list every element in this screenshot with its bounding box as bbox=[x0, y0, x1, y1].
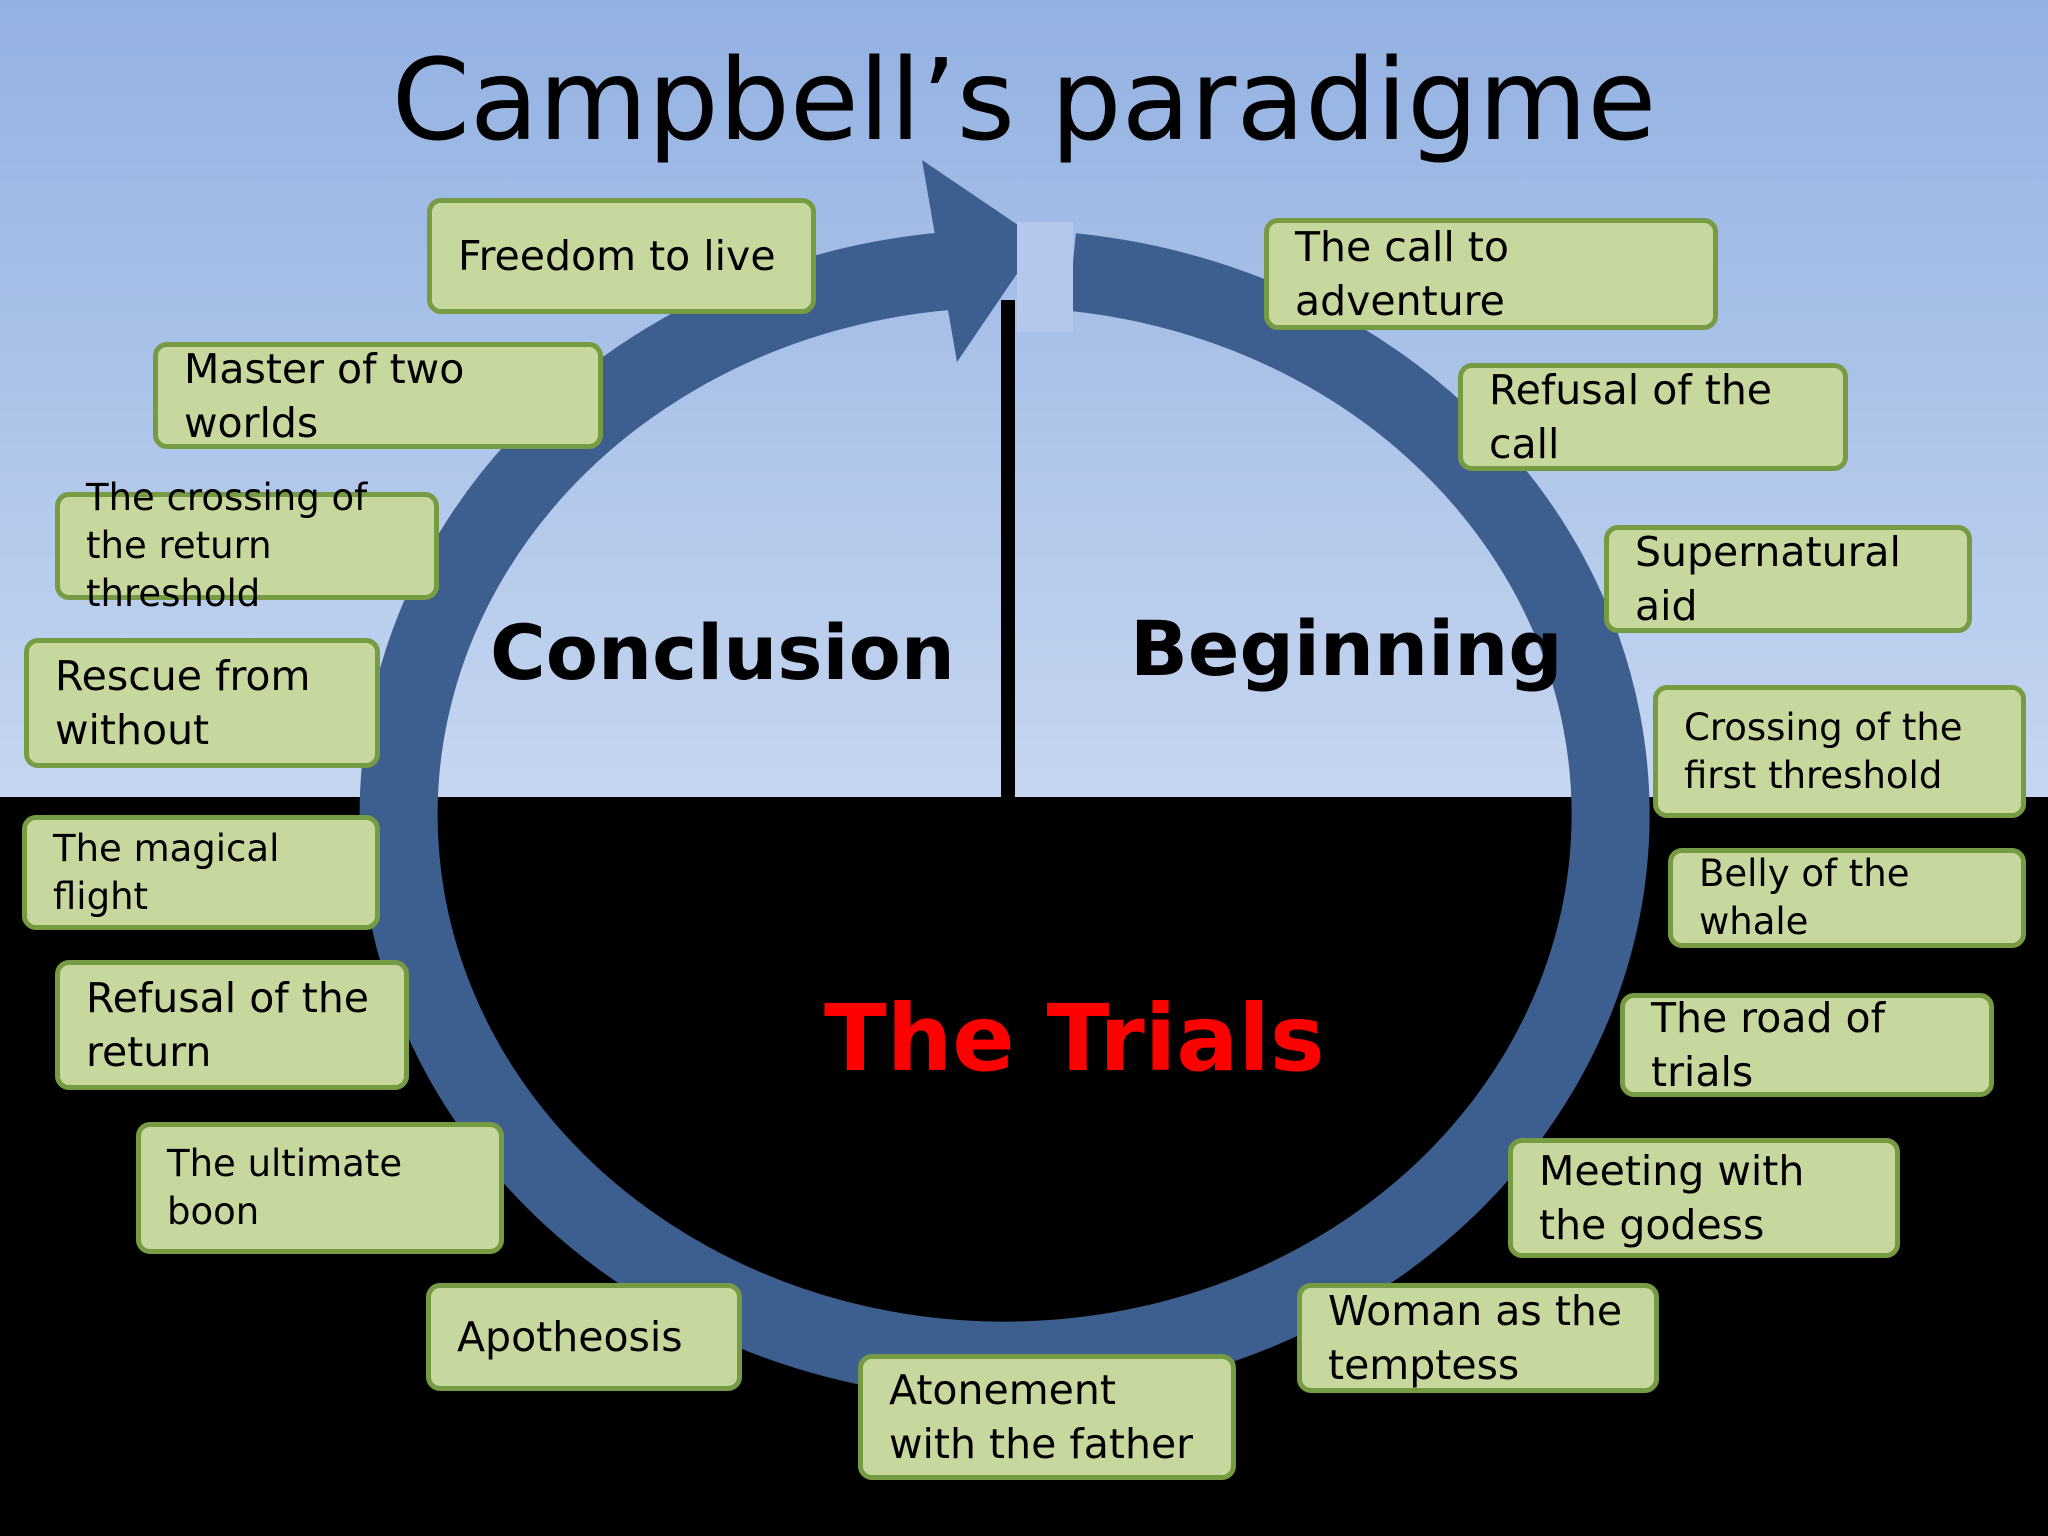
stage-magical-flight: The magical flight bbox=[22, 815, 380, 930]
stage-woman-as-temptress: Woman as the temptess bbox=[1297, 1283, 1659, 1393]
cycle-arrowhead bbox=[922, 160, 1040, 362]
stage-meeting-goddess: Meeting with the godess bbox=[1508, 1138, 1900, 1258]
stage-refusal-of-call: Refusal of the call bbox=[1458, 363, 1848, 471]
stage-freedom-to-live: Freedom to live bbox=[427, 198, 816, 314]
stage-belly-of-whale: Belly of the whale bbox=[1668, 848, 2026, 948]
stage-road-of-trials: The road of trials bbox=[1620, 993, 1994, 1097]
trials-label: The Trials bbox=[824, 985, 1325, 1092]
cycle-gap bbox=[1017, 222, 1073, 332]
stage-refusal-of-return: Refusal of the return bbox=[55, 960, 409, 1090]
stage-master-of-two-worlds: Master of two worlds bbox=[153, 342, 603, 449]
stage-atonement-with-father: Atonement with the father bbox=[858, 1354, 1236, 1480]
stage-rescue-from-without: Rescue from without bbox=[24, 638, 380, 768]
divider-line bbox=[1001, 300, 1015, 797]
conclusion-label: Conclusion bbox=[490, 608, 955, 697]
beginning-label: Beginning bbox=[1130, 604, 1563, 693]
page-title: Campbell’s paradigme bbox=[391, 36, 1657, 166]
stage-apotheosis: Apotheosis bbox=[426, 1283, 742, 1391]
stage-supernatural-aid: Supernatural aid bbox=[1604, 525, 1972, 633]
stage-call-to-adventure: The call to adventure bbox=[1264, 218, 1718, 330]
stage-ultimate-boon: The ultimate boon bbox=[136, 1122, 504, 1254]
stage-crossing-return-threshold: The crossing of the return threshold bbox=[55, 476, 439, 615]
stage-crossing-first-threshold: Crossing of the first threshold bbox=[1653, 685, 2026, 818]
